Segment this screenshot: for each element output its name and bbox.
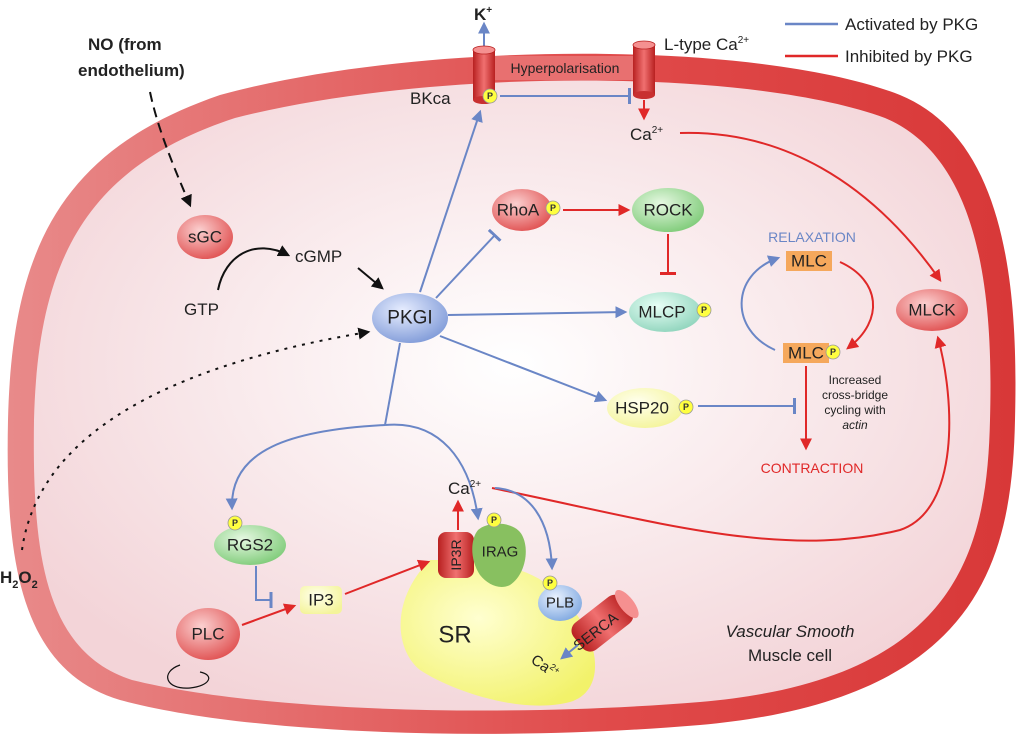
gtp-label: GTP [184,300,219,319]
ca-mid-label: Ca2+ [448,479,481,498]
no-label-line1: NO (from [88,35,162,54]
svg-text:P: P [550,203,556,213]
rgs2-phospho-badge: P [227,515,243,531]
svg-text:P: P [491,515,497,525]
plc-to-ip3-arrow [241,603,297,626]
rhoa-phospho-badge: P [545,200,561,216]
hyperpolarisation-label: Hyperpolarisation [511,60,620,76]
mlc-dephospho-arrow [740,255,781,351]
contraction-label: CONTRACTION [761,460,864,476]
ca-to-mlck-arrow [679,131,942,282]
ca-top-label: Ca2+ [630,125,663,144]
pkgi-label: PKGI [387,308,432,329]
plc-node [176,608,240,660]
vsm-label-line2: Muscle cell [748,646,832,665]
relaxation-label: RELAXATION [768,229,856,245]
mlck-node [896,289,968,331]
cgmp-to-pkgi-arrow [357,267,384,290]
rock-node [632,188,704,232]
gtp-to-cgmp-arrow [217,245,291,291]
pkgi-to-mlcp-arrow [447,306,628,319]
mlcp-phospho-badge: P [696,302,712,318]
rgs2-inhibits-plc [255,566,270,601]
rgs2-label: RGS2 [227,536,273,555]
mlc-phospho-arrow [839,261,874,350]
vsm-label-line1: Vascular Smooth [726,622,855,641]
k-label: K+ [474,5,492,24]
sgc-label: sGC [188,228,222,247]
ip3r-channel [438,532,474,578]
hsp20-node [607,388,683,428]
cgmp-label: cGMP [295,247,342,266]
mlc-top-label: MLC [791,252,827,271]
hyperpolarisation-band [484,56,644,80]
serca-pump [571,589,639,652]
rgs2-node [214,525,286,565]
svg-text:P: P [487,91,493,101]
mlck-label: MLCK [908,301,956,320]
ltype-label: L-type Ca2+ [664,35,749,54]
plb-node [538,585,582,621]
ca-mid-to-mlck-arrow [491,335,951,542]
membrane-squiggle [167,664,210,689]
svg-text:P: P [683,402,689,412]
ip3r-label: IP3R [448,539,464,570]
no-label-line2: endothelium) [78,61,185,80]
pkgi-node [372,293,448,343]
mlcp-label: MLCP [638,303,685,322]
legend-inhibited-label: Inhibited by PKG [845,47,973,66]
mlc-bottom-label: MLC [788,344,824,363]
ip3-label: IP3 [308,591,334,610]
irag-label: IRAG [482,544,519,561]
hsp20-phospho-badge: P [678,399,694,415]
bkca-label: BKca [410,89,451,108]
pkgi-to-bkca-arrow [419,109,483,293]
h2o2-label: H2O2 [0,568,38,591]
pkgi-to-hsp20-arrow [439,335,608,403]
plb-phospho-badge: P [542,575,558,591]
ip3-node [300,586,342,614]
pkgi-to-irag-arrow [384,423,483,521]
mlcp-node [629,292,701,332]
rock-label: ROCK [643,201,693,220]
svg-text:P: P [232,518,238,528]
hsp20-label: HSP20 [615,399,669,418]
svg-text:P: P [701,305,707,315]
increased-line4: actin [842,418,868,432]
plb-label: PLB [546,595,574,612]
ltype-channel [632,40,656,99]
increased-line2: cross-bridge [822,388,888,402]
ip3-to-ip3r-arrow [344,559,431,595]
irag-node [472,523,526,587]
plc-label: PLC [191,625,224,644]
bkca-phospho-badge: P [482,88,498,104]
rhoa-label: RhoA [497,201,540,220]
sr-label: SR [438,622,471,649]
ca-to-plb-arrow [494,487,558,571]
mlc-bottom-node [783,343,829,363]
serca-ca-uptake-arrow [560,644,579,660]
sgc-node [177,215,233,259]
irag-phospho-badge: P [486,512,502,528]
mlc-phospho-badge: P [825,344,841,360]
legend-activated-label: Activated by PKG [845,15,978,34]
mlc-top-node [786,251,832,271]
rhoa-node [492,189,552,231]
pkgi-down-branch [384,342,401,426]
increased-line3: cycling with [824,403,885,417]
increased-line1: Increased [829,373,882,387]
pkgi-to-rgs2-arrow [225,424,386,511]
pkgi-inhibits-rhoa [435,228,502,299]
legend: Activated by PKG Inhibited by PKG [785,15,978,66]
svg-text:P: P [547,578,553,588]
svg-text:P: P [830,347,836,357]
